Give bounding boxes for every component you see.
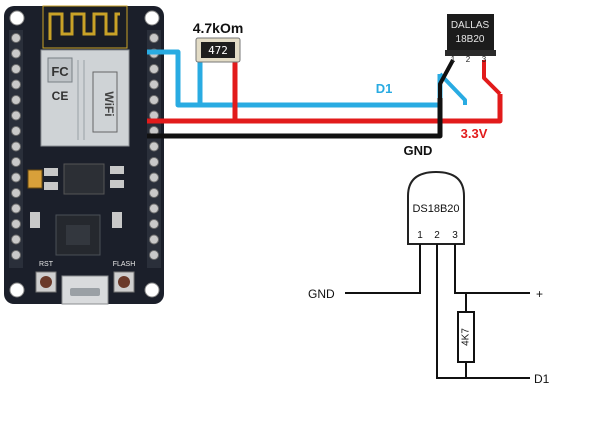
header-pin (149, 219, 159, 229)
resistor-value-label: 4.7kOm (193, 20, 244, 36)
v33-wire (147, 58, 503, 124)
header-pin (11, 234, 21, 245)
header-pin (149, 95, 159, 105)
sensor-part: 18B20 (456, 34, 485, 45)
header-pin (11, 33, 21, 43)
flash-button (113, 271, 135, 293)
sensor-pin-3: 3 (482, 55, 487, 64)
header-pin (149, 64, 159, 74)
header-pin (11, 64, 21, 74)
header-pin (149, 157, 159, 167)
d1-wire (147, 49, 467, 108)
header-pin (11, 203, 21, 214)
esp-antenna (42, 5, 128, 49)
ce-mark: CE (52, 89, 69, 103)
resistor-marking: 472 (208, 44, 228, 57)
header-pin (149, 141, 159, 152)
header-pin (149, 172, 159, 183)
schematic-resistor: 4K7 (457, 311, 475, 363)
header-pin (11, 110, 21, 121)
header-pin (11, 250, 21, 260)
esp-shield: FC CE WiFi (40, 49, 130, 147)
sensor-pin-2: 2 (466, 55, 471, 64)
gnd-wire-label: GND (404, 143, 433, 158)
header-pin (11, 219, 21, 229)
v33-wire-label: 3.3V (461, 126, 488, 141)
schematic-pin-3: 3 (452, 230, 458, 241)
schematic-wires (345, 244, 530, 379)
header-pin (149, 79, 159, 90)
rst-button (35, 271, 57, 293)
schematic-pin-1: 1 (417, 230, 423, 241)
header-pin (11, 157, 21, 167)
header-pin (11, 188, 21, 198)
header-pin (149, 234, 159, 245)
flash-label: FLASH (113, 261, 136, 268)
schematic-part-label: DS18B20 (412, 203, 459, 215)
header-pin (149, 203, 159, 214)
ds18b20-package: DALLAS 18B20 1 2 3 (445, 14, 496, 64)
header-pin (11, 141, 21, 152)
header-pin (11, 79, 21, 90)
schematic-plus-label: + (536, 287, 543, 301)
header-pin (11, 172, 21, 183)
header-pin (11, 95, 21, 105)
schematic-resistor-label: 4K7 (461, 328, 472, 346)
nodemcu-board: FC CE WiFi RST (4, 5, 164, 305)
schematic-pin-2: 2 (434, 230, 440, 241)
d1-wire-label: D1 (376, 81, 393, 96)
gnd-wire (147, 59, 455, 139)
smd-components (27, 163, 124, 256)
header-pin (11, 126, 21, 136)
schematic-d1-label: D1 (534, 372, 550, 386)
sensor-pin-1: 1 (451, 55, 456, 64)
header-pin (11, 48, 21, 59)
header-pin (149, 188, 159, 198)
fc-mark: FC (51, 64, 69, 79)
schematic-symbol: DS18B20 1 2 3 (407, 170, 465, 245)
sensor-brand: DALLAS (451, 20, 490, 31)
resistor-part: 472 (195, 37, 241, 63)
schematic-gnd-label: GND (308, 287, 335, 301)
header-pin (149, 250, 159, 260)
usb-port (61, 275, 109, 305)
header-pin (149, 33, 159, 43)
rst-label: RST (39, 261, 54, 268)
wifi-mark: WiFi (102, 91, 116, 116)
